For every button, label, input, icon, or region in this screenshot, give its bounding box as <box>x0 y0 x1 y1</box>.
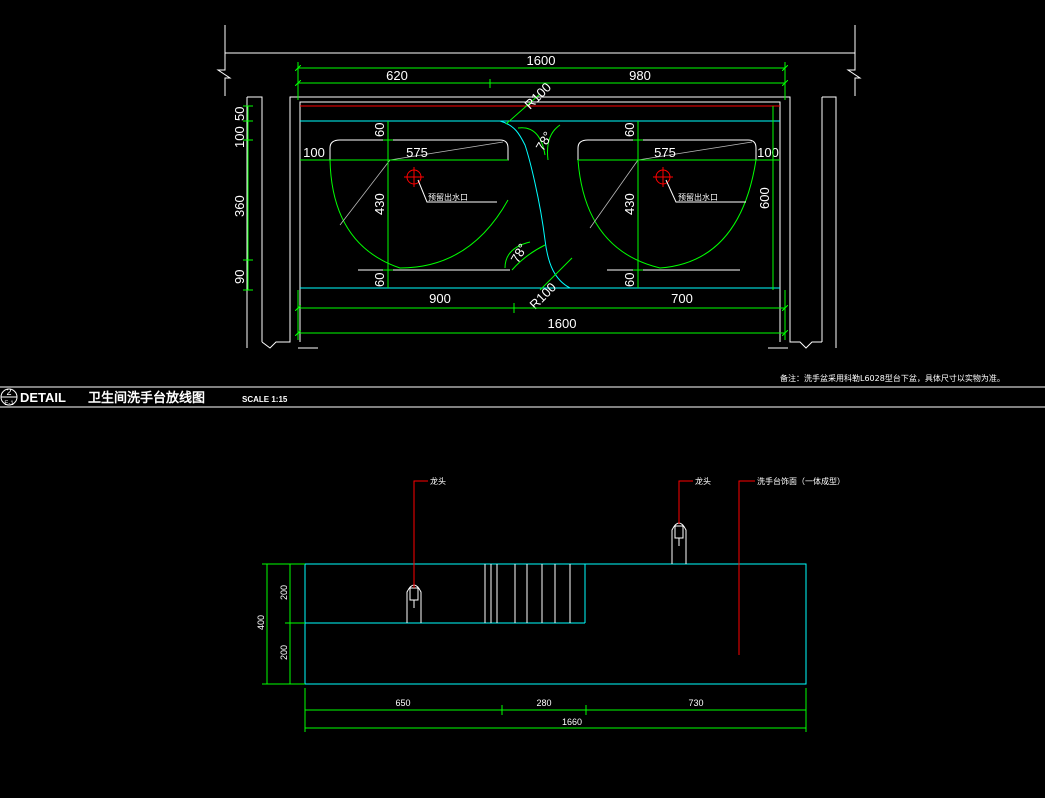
side-vertical-dims <box>243 105 253 291</box>
elevation-view: 龙头 龙头 洗手台饰面（一体成型） 200 200 400 650 280 73… <box>256 476 845 732</box>
angle-bottom: 78° <box>508 241 531 266</box>
faucet-left-icon <box>406 584 422 623</box>
elevation-horizontal-dims <box>304 688 807 732</box>
top-dimension-lines <box>298 62 785 100</box>
dim-right-back: 60 <box>622 123 637 137</box>
dim-left-width: 575 <box>406 145 428 160</box>
basin-right <box>577 139 757 271</box>
backsplash-hatch <box>484 564 571 623</box>
dim-bottom-right: 700 <box>671 291 693 306</box>
dim-right-depth: 430 <box>622 193 637 215</box>
dim-elev-bottom-total: 1660 <box>562 717 582 727</box>
plan-note: 备注：洗手盆采用科勒L6028型台下盆，具体尺寸以实物为准。 <box>780 373 1005 383</box>
dim-left-top: 620 <box>386 68 408 83</box>
dim-height-lower: 200 <box>279 645 289 660</box>
title-block: 2 E-1 DETAIL 卫生间洗手台放线图 SCALE 1:15 <box>0 386 1045 408</box>
title-detail: DETAIL <box>20 390 66 405</box>
dim-left-front: 60 <box>372 273 387 287</box>
faucet-right-icon <box>671 522 687 564</box>
drain-right-icon <box>653 167 673 187</box>
dim-left-depth: 430 <box>372 193 387 215</box>
dim-overall-depth: 600 <box>757 187 772 209</box>
label-faucet-left: 龙头 <box>430 476 446 486</box>
drain-label-right: 预留出水口 <box>678 192 718 202</box>
title-ref: E-1 <box>4 401 14 407</box>
radius-top: R100 <box>522 80 555 113</box>
dim-elev-bottom-mid: 280 <box>536 698 551 708</box>
bottom-dimension-lines <box>298 290 785 340</box>
wall-outline <box>216 25 862 349</box>
dim-right-front: 60 <box>622 273 637 287</box>
dim-left-back: 60 <box>372 123 387 137</box>
dim-total-bottom: 1600 <box>548 316 577 331</box>
dim-height-total: 400 <box>256 615 266 630</box>
radius-bottom: R100 <box>527 280 560 313</box>
title-name: 卫生间洗手台放线图 <box>88 390 205 406</box>
dim-left-edge: 100 <box>303 145 325 160</box>
dim-height-upper: 200 <box>279 585 289 600</box>
label-counter: 洗手台饰面（一体成型） <box>757 476 845 486</box>
dim-right-edge: 100 <box>757 145 779 160</box>
dim-bottom-left: 900 <box>429 291 451 306</box>
dim-side-100: 100 <box>232 126 247 148</box>
dim-right-width: 575 <box>654 145 676 160</box>
dim-elev-bottom-left: 650 <box>395 698 410 708</box>
drain-label-left: 预留出水口 <box>428 192 468 202</box>
title-number: 2 <box>6 387 11 397</box>
angle-arcs <box>504 93 573 291</box>
dim-side-360: 360 <box>232 195 247 217</box>
dim-side-50: 50 <box>232 107 247 121</box>
dim-right-top: 980 <box>629 68 651 83</box>
basin-left <box>329 139 510 271</box>
inner-vertical-dims <box>300 121 780 288</box>
drain-left-icon <box>404 167 424 187</box>
counter-edges <box>300 120 780 289</box>
title-scale: SCALE 1:15 <box>242 395 288 404</box>
plan-view: 预留出水口 预留出水口 1600 620 980 R100 78° 78° R1… <box>216 25 1005 383</box>
dim-total-top: 1600 <box>527 53 556 68</box>
dim-elev-bottom-right: 730 <box>688 698 703 708</box>
dim-side-90: 90 <box>232 270 247 284</box>
elevation-vertical-dims <box>262 563 305 685</box>
label-faucet-right: 龙头 <box>695 476 711 486</box>
